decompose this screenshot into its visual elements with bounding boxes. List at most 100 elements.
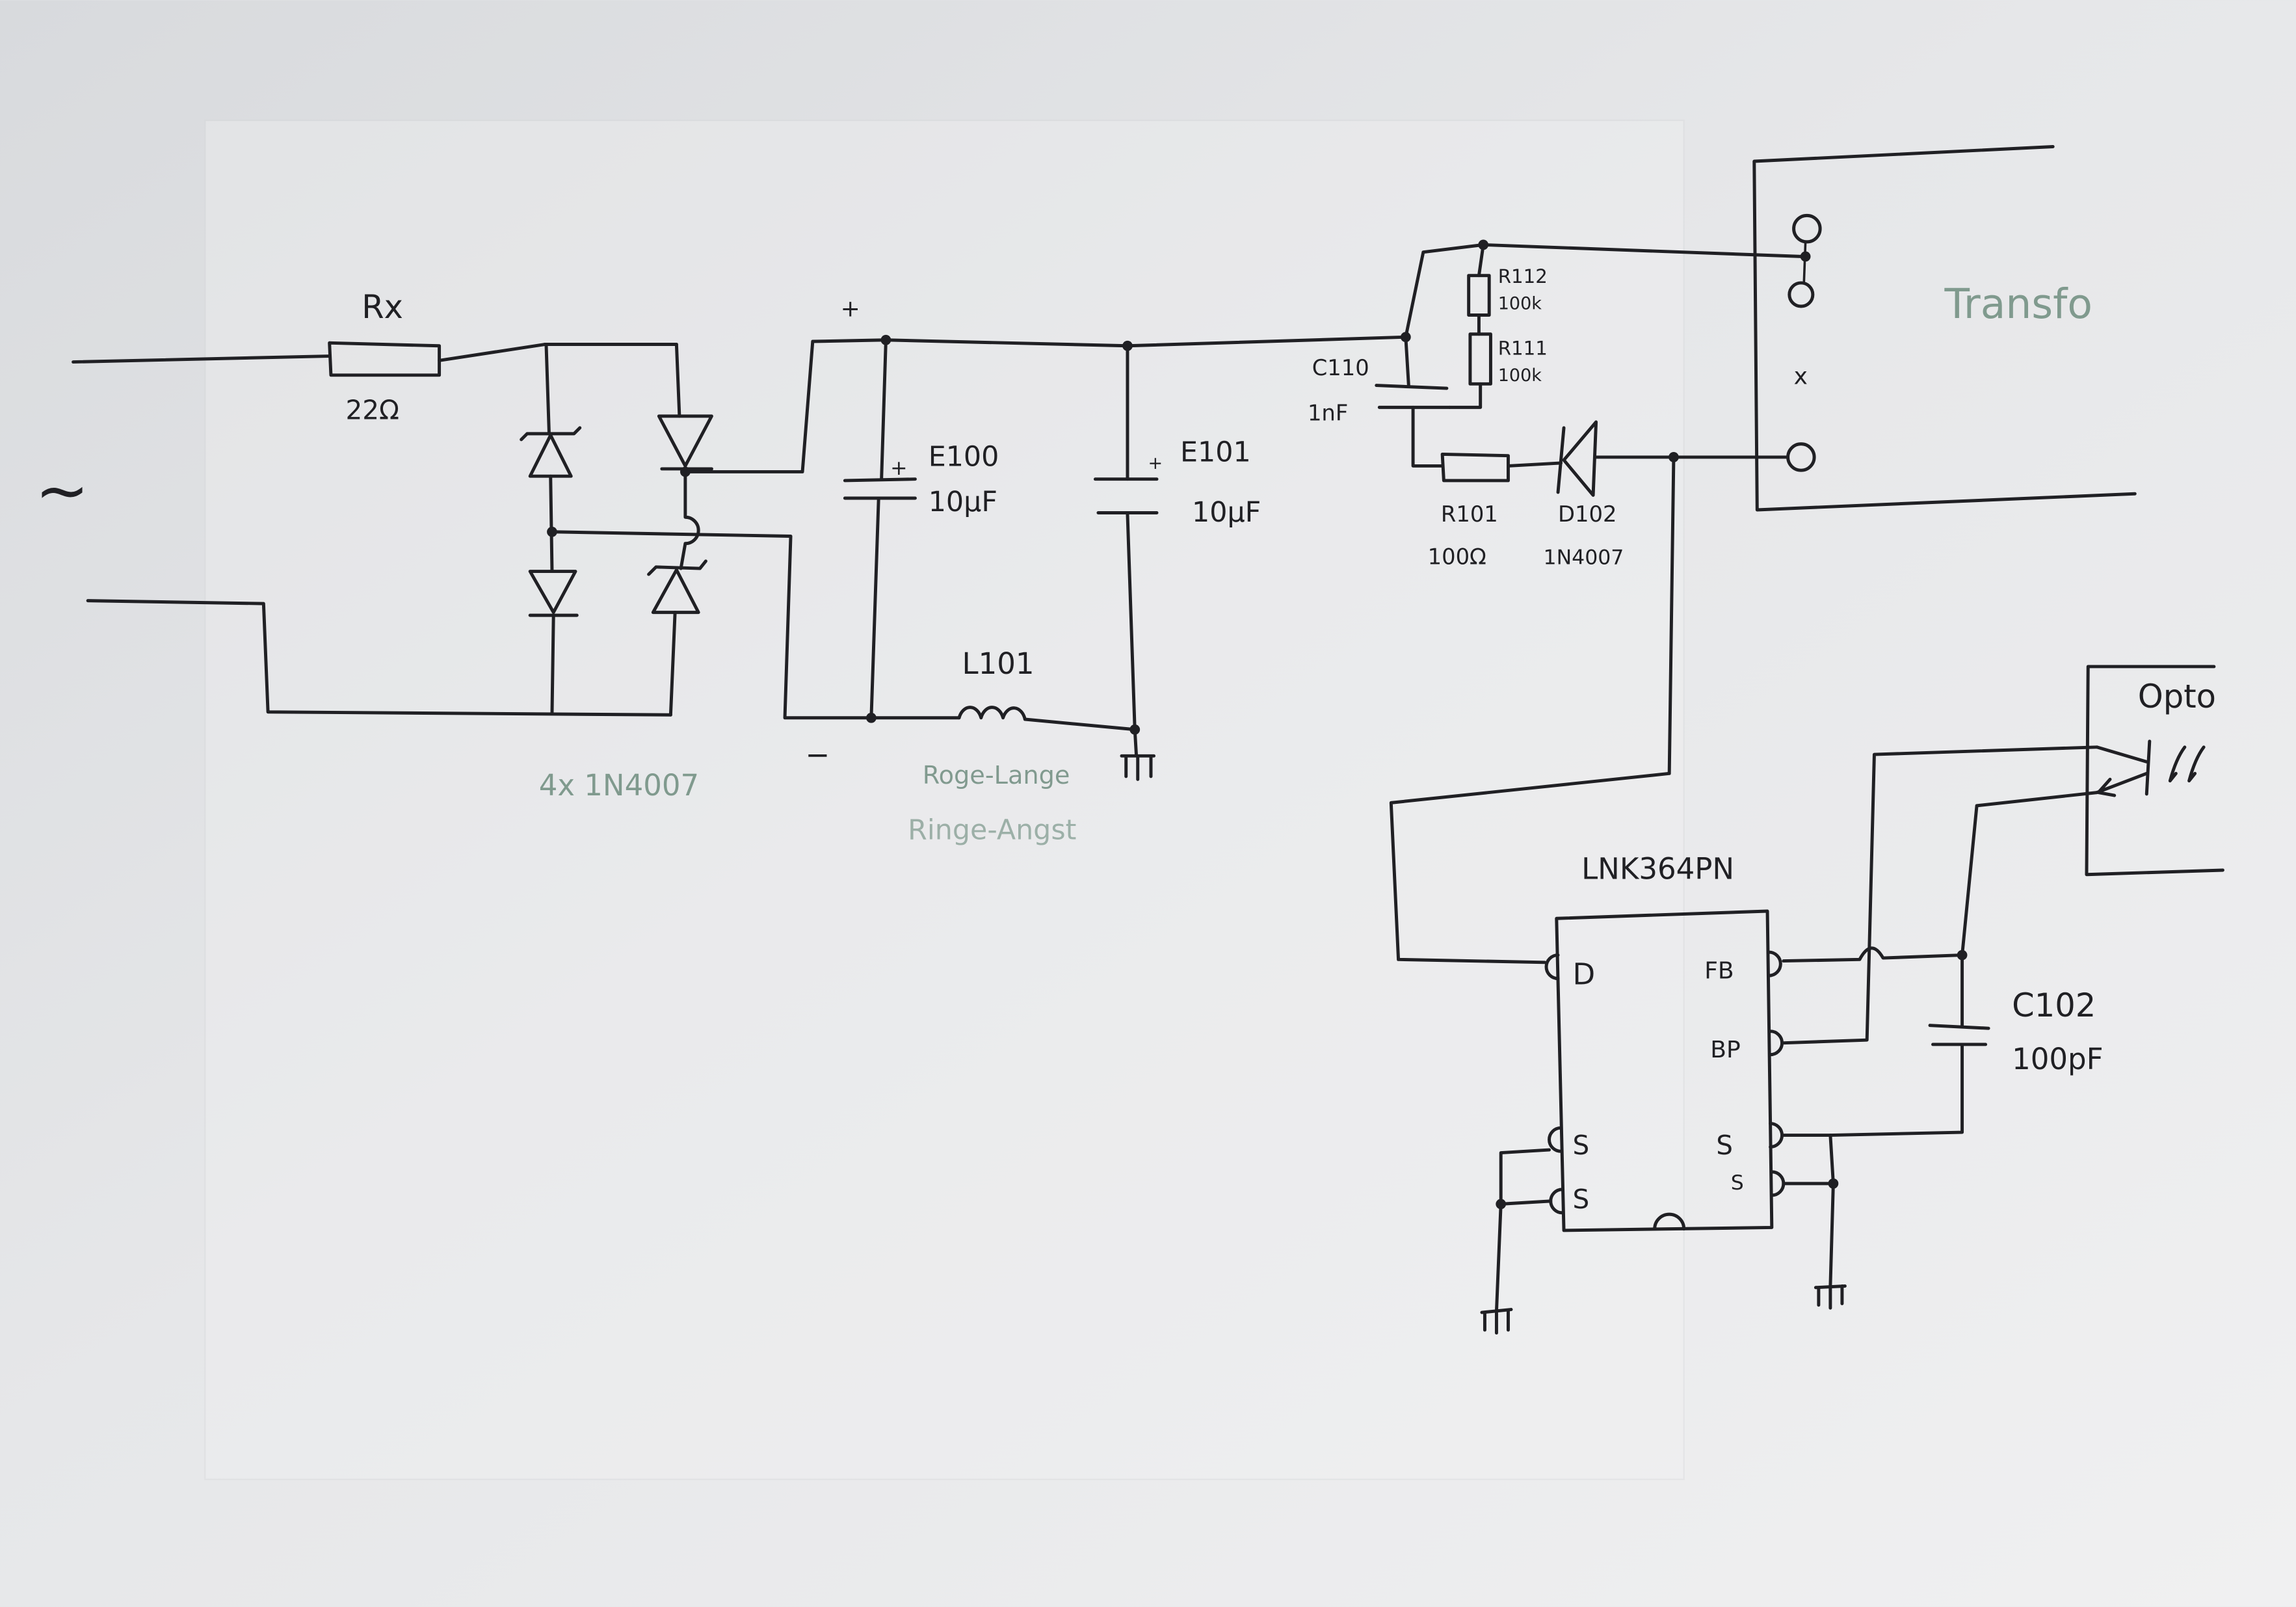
capacitor-c110-leads (1404, 335, 1444, 468)
diode-d102-value: 1N4007 (1544, 546, 1624, 569)
bridge-left-column-wire (544, 343, 555, 715)
ic-pin-s-left-2-label: S (1573, 1184, 1590, 1215)
negative-rail-label: − (806, 737, 830, 772)
bridge-diode-lower-right (651, 568, 700, 615)
bridge-rectifier: 4x 1N4007 (520, 343, 713, 803)
positive-rail-wire (683, 335, 1408, 473)
diode-d102-name: D102 (1558, 501, 1616, 527)
inductor-l101-note-line-1: Roge-Lange (923, 761, 1070, 790)
capacitor-e100-polarity: + (890, 457, 907, 480)
positive-rail-label: + (841, 296, 860, 323)
resistor-rx-name: Rx (362, 288, 403, 326)
ic-pin-d-label: D (1573, 957, 1596, 992)
capacitor-c110-name: C110 (1312, 355, 1369, 380)
inductor-l101-leads (869, 716, 1137, 732)
resistor-r112-name: R112 (1498, 265, 1548, 287)
ic-notch (1653, 1212, 1686, 1231)
inductor-l101-coil (957, 706, 1027, 721)
source-to-c102-wire (1828, 1043, 1964, 1137)
feedback-wiring (1782, 745, 2099, 1045)
resistor-r111-value: 100k (1498, 365, 1542, 386)
light-arrows-icon (2168, 745, 2206, 783)
ac-input-wire-bottom (86, 599, 672, 717)
snubber-top-wire (1404, 243, 1803, 339)
drain-feed-wire (1389, 455, 1676, 964)
ic-pin-fb-marker (1767, 950, 1782, 977)
transformer-winding-mark: x (1794, 363, 1808, 390)
capacitor-e100-name: E100 (929, 440, 999, 473)
capacitor-e101: + E101 10µF (1093, 344, 1261, 732)
dc-rails: + − (550, 296, 1408, 772)
bridge-right-column-wire (668, 343, 700, 717)
junction-dot (1496, 1199, 1507, 1210)
bridge-label: 4x 1N4007 (539, 768, 699, 803)
ground-icon (1480, 1308, 1513, 1335)
ic-pin-s-left-1-marker (1548, 1126, 1563, 1153)
transformer-terminal-bottom (1786, 442, 1816, 472)
opto-transistor-emitter (2095, 771, 2148, 797)
capacitor-e100-leads (869, 338, 888, 720)
resistor-r101-lead (1506, 461, 1563, 468)
transformer-outline (1752, 145, 2137, 512)
resistor-r111-name: R111 (1498, 337, 1548, 359)
ic-lnk364pn: LNK364PN D FB BP S S S S (1544, 851, 1786, 1232)
resistor-r112-body (1467, 274, 1491, 317)
inductor-l101-name: L101 (962, 646, 1035, 681)
ic-pin-d-marker (1544, 953, 1560, 981)
capacitor-c102-plates (1928, 1024, 1990, 1046)
inductor-l101: L101 Roge-Lange Ringe-Angst (869, 646, 1141, 847)
capacitor-c102-name: C102 (2012, 987, 2096, 1024)
bridge-diode-upper-right (657, 414, 713, 468)
fb-wire (1782, 946, 1964, 963)
ac-symbol: ~ (35, 453, 89, 528)
resistor-r112-value: 100k (1498, 293, 1542, 313)
ic-pin-bp-label: BP (1710, 1037, 1740, 1063)
ic-part-number: LNK364PN (1581, 851, 1734, 886)
bp-wire (1782, 745, 2099, 1045)
capacitor-e100-value: 10µF (929, 486, 997, 518)
resistor-rx: Rx 22Ω (328, 288, 547, 425)
resistor-r101-value: 100Ω (1428, 544, 1486, 569)
resistor-rx-lead (438, 343, 547, 362)
transformer-terminal-link (1802, 241, 1807, 283)
opto-emitter-wire (1960, 791, 2099, 957)
capacitor-e100: + E100 10µF (843, 338, 999, 720)
ground-icon (1120, 728, 1155, 781)
bridge-diode-upper-left (528, 433, 573, 478)
inductor-l101-note-line-2: Ringe-Angst (908, 814, 1076, 847)
paper-print-through (204, 119, 1685, 1480)
diode-d102-body (1562, 420, 1598, 497)
bridge-diode-lower-right-bar (647, 559, 707, 576)
ic-pin-s-right-1-label: S (1716, 1130, 1733, 1161)
resistor-rx-body (328, 341, 442, 377)
snubber-network: R112 100k R111 100k C110 1nF R101 100Ω D… (1308, 239, 1811, 569)
opto-transistor-base-bar (2144, 739, 2152, 796)
capacitor-e101-leads (1126, 344, 1137, 732)
capacitor-c102: C102 100pF (1928, 950, 2104, 1076)
transformer-label: Transfo (1944, 280, 2092, 328)
optocoupler: Opto (2085, 665, 2224, 877)
capacitor-e100-plates (843, 477, 917, 500)
capacitor-c110-plates (1375, 384, 1451, 409)
ic-pin-fb-label: FB (1704, 958, 1734, 985)
bridge-diode-upper-left-bar (520, 426, 582, 442)
source-right-wire (1782, 1134, 1835, 1288)
transformer-terminal-second (1788, 281, 1815, 308)
bridge-diode-lower-left (528, 570, 577, 615)
resistor-rx-value: 22Ω (345, 394, 399, 425)
resistor-r101-name: R101 (1441, 501, 1498, 527)
resistor-r111-body (1468, 332, 1492, 386)
capacitor-e101-value: 10µF (1192, 496, 1261, 529)
ground-symbol-primary (1120, 728, 1155, 781)
source-left-wiring (1480, 1148, 1553, 1335)
ac-input: ~ (35, 354, 672, 717)
transformer: x Transfo (1752, 145, 2137, 512)
opto-transistor-collector (2095, 745, 2148, 764)
negative-rail-wire (550, 530, 873, 720)
diode-d102-bar (1556, 426, 1566, 494)
optocoupler-bracket (2085, 665, 2224, 877)
optocoupler-label: Opto (2138, 678, 2216, 715)
source-left-wire (1494, 1148, 1553, 1313)
